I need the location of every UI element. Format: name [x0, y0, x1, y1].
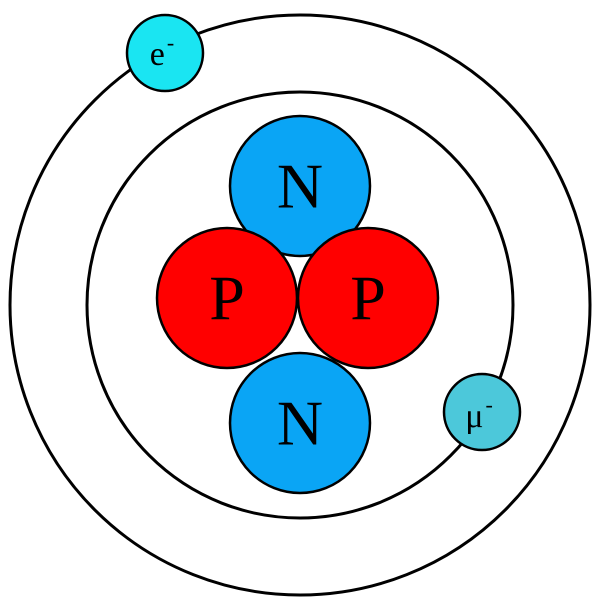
outer-orbit [8, 13, 592, 597]
neutron-top [228, 114, 372, 258]
muon-circle [442, 372, 522, 452]
proton-right-label: P [350, 263, 386, 334]
electron-label: e- [150, 30, 174, 73]
neutron-bottom-label: N [277, 388, 323, 459]
electron: e- [125, 13, 205, 93]
proton-left-label: P [209, 263, 245, 334]
muon-label: μ- [465, 392, 493, 435]
electron-symbol: e [150, 36, 165, 73]
muon-charge: - [485, 392, 492, 417]
neutron-top-label: N [277, 151, 323, 222]
muon: μ- [442, 372, 522, 452]
inner-orbit [85, 90, 515, 520]
neutron-bottom [228, 351, 372, 495]
nucleus: N P P N [155, 114, 440, 495]
electron-charge: - [167, 30, 174, 55]
muon-symbol: μ [465, 398, 483, 435]
electron-circle [125, 13, 205, 93]
proton-right [296, 226, 440, 370]
